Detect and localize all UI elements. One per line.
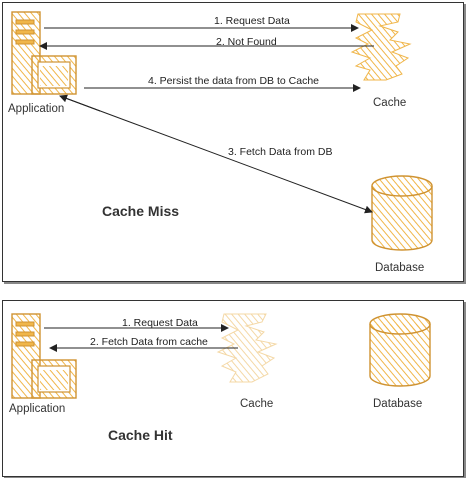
database-label: Database	[373, 398, 422, 410]
cache-label: Cache	[373, 97, 406, 109]
panel-title-cache-hit: Cache Hit	[108, 427, 173, 443]
cache-label: Cache	[240, 398, 273, 410]
edge-label-request-data: 1. Request Data	[214, 15, 290, 27]
cache-icon	[350, 13, 412, 81]
edge-label-not-found: 2. Not Found	[216, 36, 277, 48]
server-icon	[11, 313, 77, 399]
application-label: Application	[9, 403, 65, 415]
edge-fetch-db	[59, 94, 373, 214]
database-label: Database	[375, 262, 424, 274]
cache-icon	[216, 313, 278, 383]
database-icon	[369, 313, 431, 387]
edge-label-fetch-cache: 2. Fetch Data from cache	[90, 336, 208, 348]
server-icon	[11, 11, 77, 95]
edge-label-persist: 4. Persist the data from DB to Cache	[148, 75, 319, 87]
panel-title-cache-miss: Cache Miss	[102, 203, 179, 219]
edge-label-fetch-db: 3. Fetch Data from DB	[228, 146, 332, 158]
edge-label-request-data: 1. Request Data	[122, 317, 198, 329]
application-label: Application	[8, 103, 64, 115]
database-icon	[371, 175, 433, 251]
